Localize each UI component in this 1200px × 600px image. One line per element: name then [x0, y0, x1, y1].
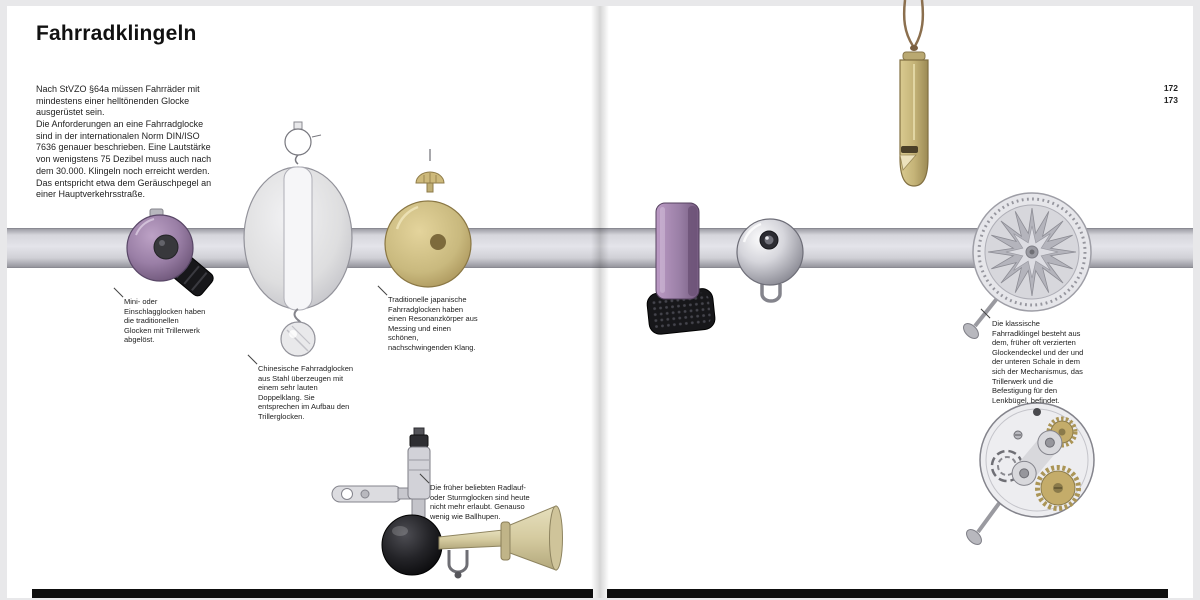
japanese-bell-illustration — [384, 149, 472, 288]
ratchet-linkage — [1011, 430, 1063, 486]
page-title: Fahrradklingeln — [36, 22, 197, 45]
horn-neck — [438, 529, 504, 550]
mini-bell-illustration — [126, 208, 214, 297]
gear-large-brass — [1035, 465, 1081, 511]
horn-ring — [500, 521, 511, 561]
center-strap — [283, 166, 313, 311]
top-cap — [902, 51, 926, 61]
mount-hook — [760, 284, 782, 303]
neck-clamp — [447, 550, 469, 579]
thumb-lever — [966, 500, 1002, 545]
pivot-screw — [1033, 408, 1041, 416]
page-numbers: 172 173 — [1138, 82, 1178, 107]
page-number-right: 173 — [1163, 95, 1178, 106]
caption-mini-bell: Mini- oder Einschlagglocken haben die tr… — [124, 297, 206, 345]
cord — [902, 0, 925, 51]
footer-bar-left — [32, 589, 593, 598]
small-hanging-bell — [280, 321, 316, 357]
chinese-bell-illustration — [243, 121, 353, 357]
grip-clamp — [646, 288, 716, 335]
bell-dome — [384, 200, 472, 288]
bell-mechanism-illustration — [966, 402, 1095, 545]
classic-bell-top-illustration — [963, 192, 1092, 339]
striker-button — [153, 234, 179, 260]
thumb-lever — [963, 294, 1001, 339]
valve-assembly — [407, 427, 431, 518]
intro-paragraph-2: Die Anforderungen an eine Fahrradglocke … — [36, 119, 212, 200]
mount-bracket — [331, 485, 413, 503]
detail-sketch-top — [284, 121, 322, 165]
caption-chinese-bell: Chinesische Fahrradglocken aus Stahl übe… — [258, 364, 354, 421]
striker-cap-sketch — [415, 149, 445, 193]
purple-rect-bell-illustration — [646, 202, 716, 335]
bulb-horn-illustration — [331, 427, 563, 579]
intro-text: Nach StVZO §64a müssen Fahrräder mit min… — [36, 84, 218, 201]
striker-dot — [430, 234, 446, 250]
horn-mouth — [549, 505, 563, 571]
bell-dome — [736, 218, 804, 286]
footer-bar-right — [607, 589, 1168, 598]
intro-paragraph-1: Nach StVZO §64a müssen Fahrräder mit min… — [36, 84, 200, 118]
silver-dome-bell-illustration — [736, 218, 804, 303]
mouth-slot — [901, 146, 918, 153]
page-number-left: 172 — [1163, 83, 1178, 93]
caption-classic-bell: Die klassische Fahrradklingel besteht au… — [992, 319, 1084, 405]
caption-japanese-bell: Traditionelle japanische Fahrradglocken … — [388, 295, 478, 352]
caption-bulb-horn: Die früher beliebten Radlauf- oder Sturm… — [430, 483, 530, 521]
rubber-bulb — [381, 514, 443, 576]
whistle-illustration — [899, 0, 929, 187]
